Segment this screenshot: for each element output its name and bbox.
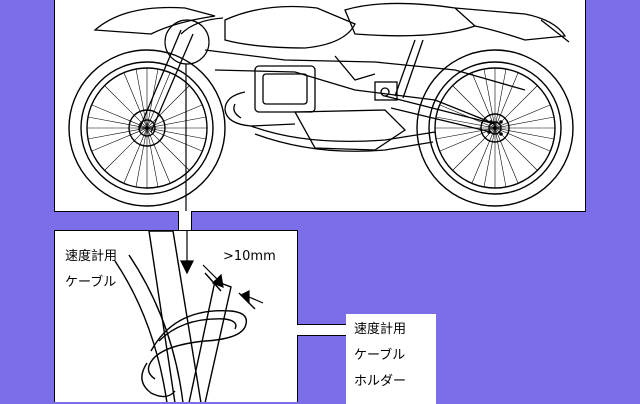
motorcycle-frame — [93, 2, 570, 152]
cable-detail-panel: 速度計用 ケーブル >10mm — [54, 230, 298, 402]
cable-holder-label-line2: ケーブル — [354, 348, 406, 363]
speedometer-cable-tube — [148, 231, 202, 402]
front-tire-outer — [68, 49, 226, 207]
panel-connector — [178, 211, 192, 232]
rear-wheel-spokes — [435, 68, 555, 188]
motorcycle-drawing — [68, 2, 574, 211]
speedometer-cable-label-line2: ケーブル — [65, 275, 117, 290]
callout-circle — [164, 19, 210, 65]
holder-pointer-line — [297, 324, 347, 336]
cable-holder-label-box: 速度計用 ケーブル ホルダー — [346, 314, 436, 404]
speedometer-cable-label-line1: 速度計用 — [65, 249, 118, 264]
cable-holder-ring — [147, 309, 248, 380]
motorcycle-illustration-panel — [54, 0, 586, 212]
front-wheel-spokes — [87, 68, 207, 188]
cable-holder-label-line3: ホルダー — [354, 374, 407, 389]
cable-holder-label-line1: 速度計用 — [354, 322, 407, 337]
cable-detail-drawing — [114, 231, 264, 402]
rear-tire-outer — [416, 49, 574, 207]
cable-holder-strap — [114, 260, 168, 402]
arrow-down — [180, 231, 194, 275]
clearance-arrows — [202, 264, 264, 305]
clearance-label: >10mm — [223, 249, 276, 264]
